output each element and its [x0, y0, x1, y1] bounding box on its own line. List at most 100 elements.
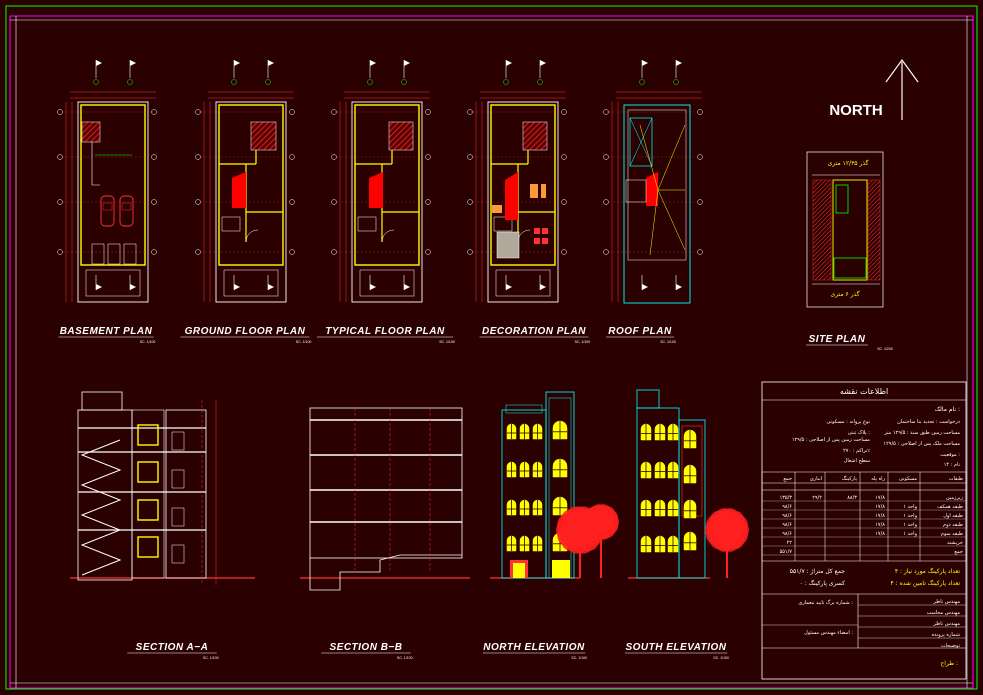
table-cell: ۲۲ [787, 540, 793, 546]
engineer-label: امضاء مهندس مسئول : [804, 630, 853, 636]
approval-label: شماره برگ تایید معماری : [798, 599, 853, 606]
signature-row: مهندس محاسب [927, 610, 961, 616]
info-line: سطح اشغال [844, 458, 870, 464]
table-cell: طبقه همکف [937, 504, 963, 510]
plan-scale: SC. 1/100 [439, 340, 455, 344]
plan-title: GROUND FLOOR PLAN [185, 326, 306, 337]
site-plan-drawing [806, 151, 884, 308]
info-line: مساحت زمین پس از اصلاحی : ۱۲۹/۵ [792, 437, 870, 443]
plan-title: BASEMENT PLAN [60, 326, 153, 337]
drawing-titles: BASEMENT PLAN SC. 1/100 GROUND FLOOR PLAN S… [58, 326, 729, 660]
section-title: SECTION B−B [329, 642, 402, 653]
signature-row: مهندس ناظر [933, 599, 961, 605]
section-scale: SC. 1/100 [571, 656, 587, 660]
signature-row: مهندس ناظر [933, 621, 961, 627]
table-cell: طبقه دوم [943, 522, 963, 528]
area-table: طبقات مسکونی راه پله پارکینگ انباری جمع زیرزمی… [780, 475, 964, 555]
info-line: پلاک ثبتی : [848, 429, 871, 436]
signature-row: شماره پرونده [932, 632, 960, 638]
plan-scale: SC. 1/100 [660, 340, 676, 344]
north-elevation-windows [506, 420, 568, 552]
table-cell: ۱۷/۸ [875, 495, 885, 501]
table-cell: ۱۳۵/۳ [780, 495, 793, 501]
section-scale: SC. 1/100 [713, 656, 729, 660]
info-line: تراکم : ۲۷۰٪ [843, 448, 870, 454]
site-plan-scale: SC. 1/200 [877, 347, 893, 351]
title-block-table-grid [761, 472, 967, 561]
section-scale: SC. 1/100 [397, 656, 413, 660]
tree-icons [556, 504, 749, 578]
info-line: نوع پروانه : مسکونی [827, 419, 870, 425]
table-cell: خرپشته [947, 540, 963, 546]
site-street-bottom: گذر ۶ متری [831, 290, 860, 298]
plan-scale: SC. 1/100 [296, 340, 312, 344]
floor-plans [57, 60, 703, 303]
plan-5 [603, 60, 703, 302]
plan-scale: SC. 1/100 [575, 340, 591, 344]
table-cell: ۸۸/۳ [847, 495, 857, 501]
table-cell: طبقه سوم [941, 531, 963, 537]
parking-note: کسری پارکینگ : ۰ [800, 579, 846, 587]
table-cell: ۱ واحد [903, 522, 917, 528]
roof-plan-drawing [623, 104, 691, 304]
signature-rows: مهندس ناظر مهندس محاسب مهندس ناظر شماره پرو… [927, 599, 961, 649]
table-cell: ۹۸/۶ [782, 513, 792, 519]
table-cell: ۱ واحد [903, 513, 917, 519]
info-line: مساحت زمین طبق سند : ۱۲۹/۵ متر [883, 430, 960, 436]
table-cell: طبقه اول [943, 513, 963, 519]
table-cell: ۲۹/۲ [812, 495, 822, 501]
total-area: جمع کل متراژ : ۵۵۱/۷ [790, 568, 846, 575]
table-header: جمع [783, 476, 792, 482]
parking-provided: تعداد پارکینگ تامین شده : ۴ [891, 579, 961, 587]
section-a-drawing [70, 391, 255, 585]
plan-title: TYPICAL FLOOR PLAN [325, 326, 445, 337]
table-header: پارکینگ [842, 475, 858, 482]
signature-row: توضیحات [941, 643, 961, 649]
plan-1 [57, 60, 157, 303]
section-b-drawing [300, 407, 470, 591]
table-cell: ۵۵۱/۷ [780, 549, 793, 555]
plan-title: DECORATION PLAN [482, 326, 586, 337]
section-scale: SC. 1/100 [203, 656, 219, 660]
table-header: راه پله [871, 476, 885, 482]
inner-border [9, 15, 974, 689]
table-cell: ۱۷/۸ [875, 504, 885, 510]
title-block-info: درخواست : تجدید بنا ساختمان نوع پروانه : … [792, 419, 961, 468]
designer-label: طراح : [940, 660, 958, 667]
table-header: انباری [810, 476, 822, 482]
table-cell: ۱۷/۸ [875, 513, 885, 519]
title-block-header: اطلاعات نقشه [840, 387, 888, 396]
south-elevation-windows [640, 423, 697, 553]
info-line: نام : ۱۴ [944, 462, 960, 468]
section-title: SOUTH ELEVATION [625, 642, 726, 653]
section-title: NORTH ELEVATION [483, 642, 585, 653]
table-cell: ۹۸/۶ [782, 504, 792, 510]
info-line: درخواست : تجدید بنا ساختمان [897, 419, 960, 425]
plan-4 [467, 60, 567, 303]
plan-scale: SC. 1/100 [140, 340, 156, 344]
info-line: موقعیت : [940, 452, 960, 458]
info-line: مساحت ملک پس از اصلاحی : ۱۲۹/۵ [883, 441, 960, 447]
table-cell: زیرزمین [946, 495, 964, 501]
section-title: SECTION A−A [136, 642, 209, 653]
outer-border [5, 5, 978, 690]
table-cell: ۱ واحد [903, 504, 917, 510]
north-entrance [510, 560, 570, 578]
table-cell: ۱۷/۸ [875, 531, 885, 537]
site-plan-title: SITE PLAN [809, 334, 866, 345]
north-arrow-icon [885, 58, 919, 120]
north-label: NORTH [829, 102, 882, 119]
table-header: طبقات [949, 476, 963, 482]
table-cell: ۱۷/۸ [875, 522, 885, 528]
table-cell: ۹۸/۶ [782, 531, 792, 537]
table-cell: ۹۸/۶ [782, 522, 792, 528]
table-cell: جمع [954, 549, 963, 555]
table-cell: ۱ واحد [903, 531, 917, 537]
hatch-areas [81, 121, 658, 259]
owner-label: نام مالک : [935, 406, 960, 413]
parking-required: تعداد پارکینگ مورد نیاز : ۴ [895, 567, 961, 575]
table-header: مسکونی [899, 476, 917, 482]
basement-car-icons [80, 139, 137, 265]
